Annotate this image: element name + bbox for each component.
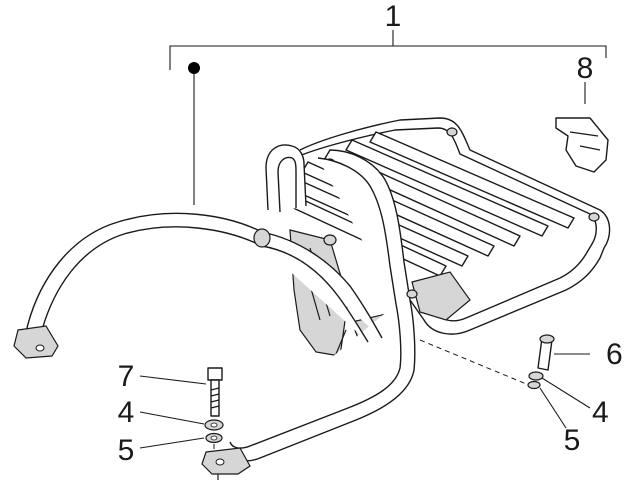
washer-right	[528, 371, 544, 381]
callout-4-right: 4	[592, 396, 609, 429]
bolt-7-shank	[210, 379, 220, 417]
callout-5-left: 5	[118, 434, 135, 467]
callout-4-left: 4	[118, 396, 135, 429]
support-arm	[13, 212, 416, 480]
callout-5-right: 5	[564, 424, 581, 457]
left-fasteners	[139, 367, 224, 452]
callout-6: 6	[606, 338, 623, 371]
reference-dot	[188, 62, 200, 74]
clip-part	[555, 82, 609, 173]
right-fasteners	[419, 334, 591, 429]
assembly-bracket	[169, 30, 607, 205]
grab-rail	[265, 144, 411, 305]
nut-right	[527, 380, 541, 390]
bolt-7-head	[207, 367, 223, 381]
callout-1: 1	[385, 0, 402, 33]
callout-7: 7	[118, 360, 135, 393]
callout-8: 8	[577, 52, 594, 85]
